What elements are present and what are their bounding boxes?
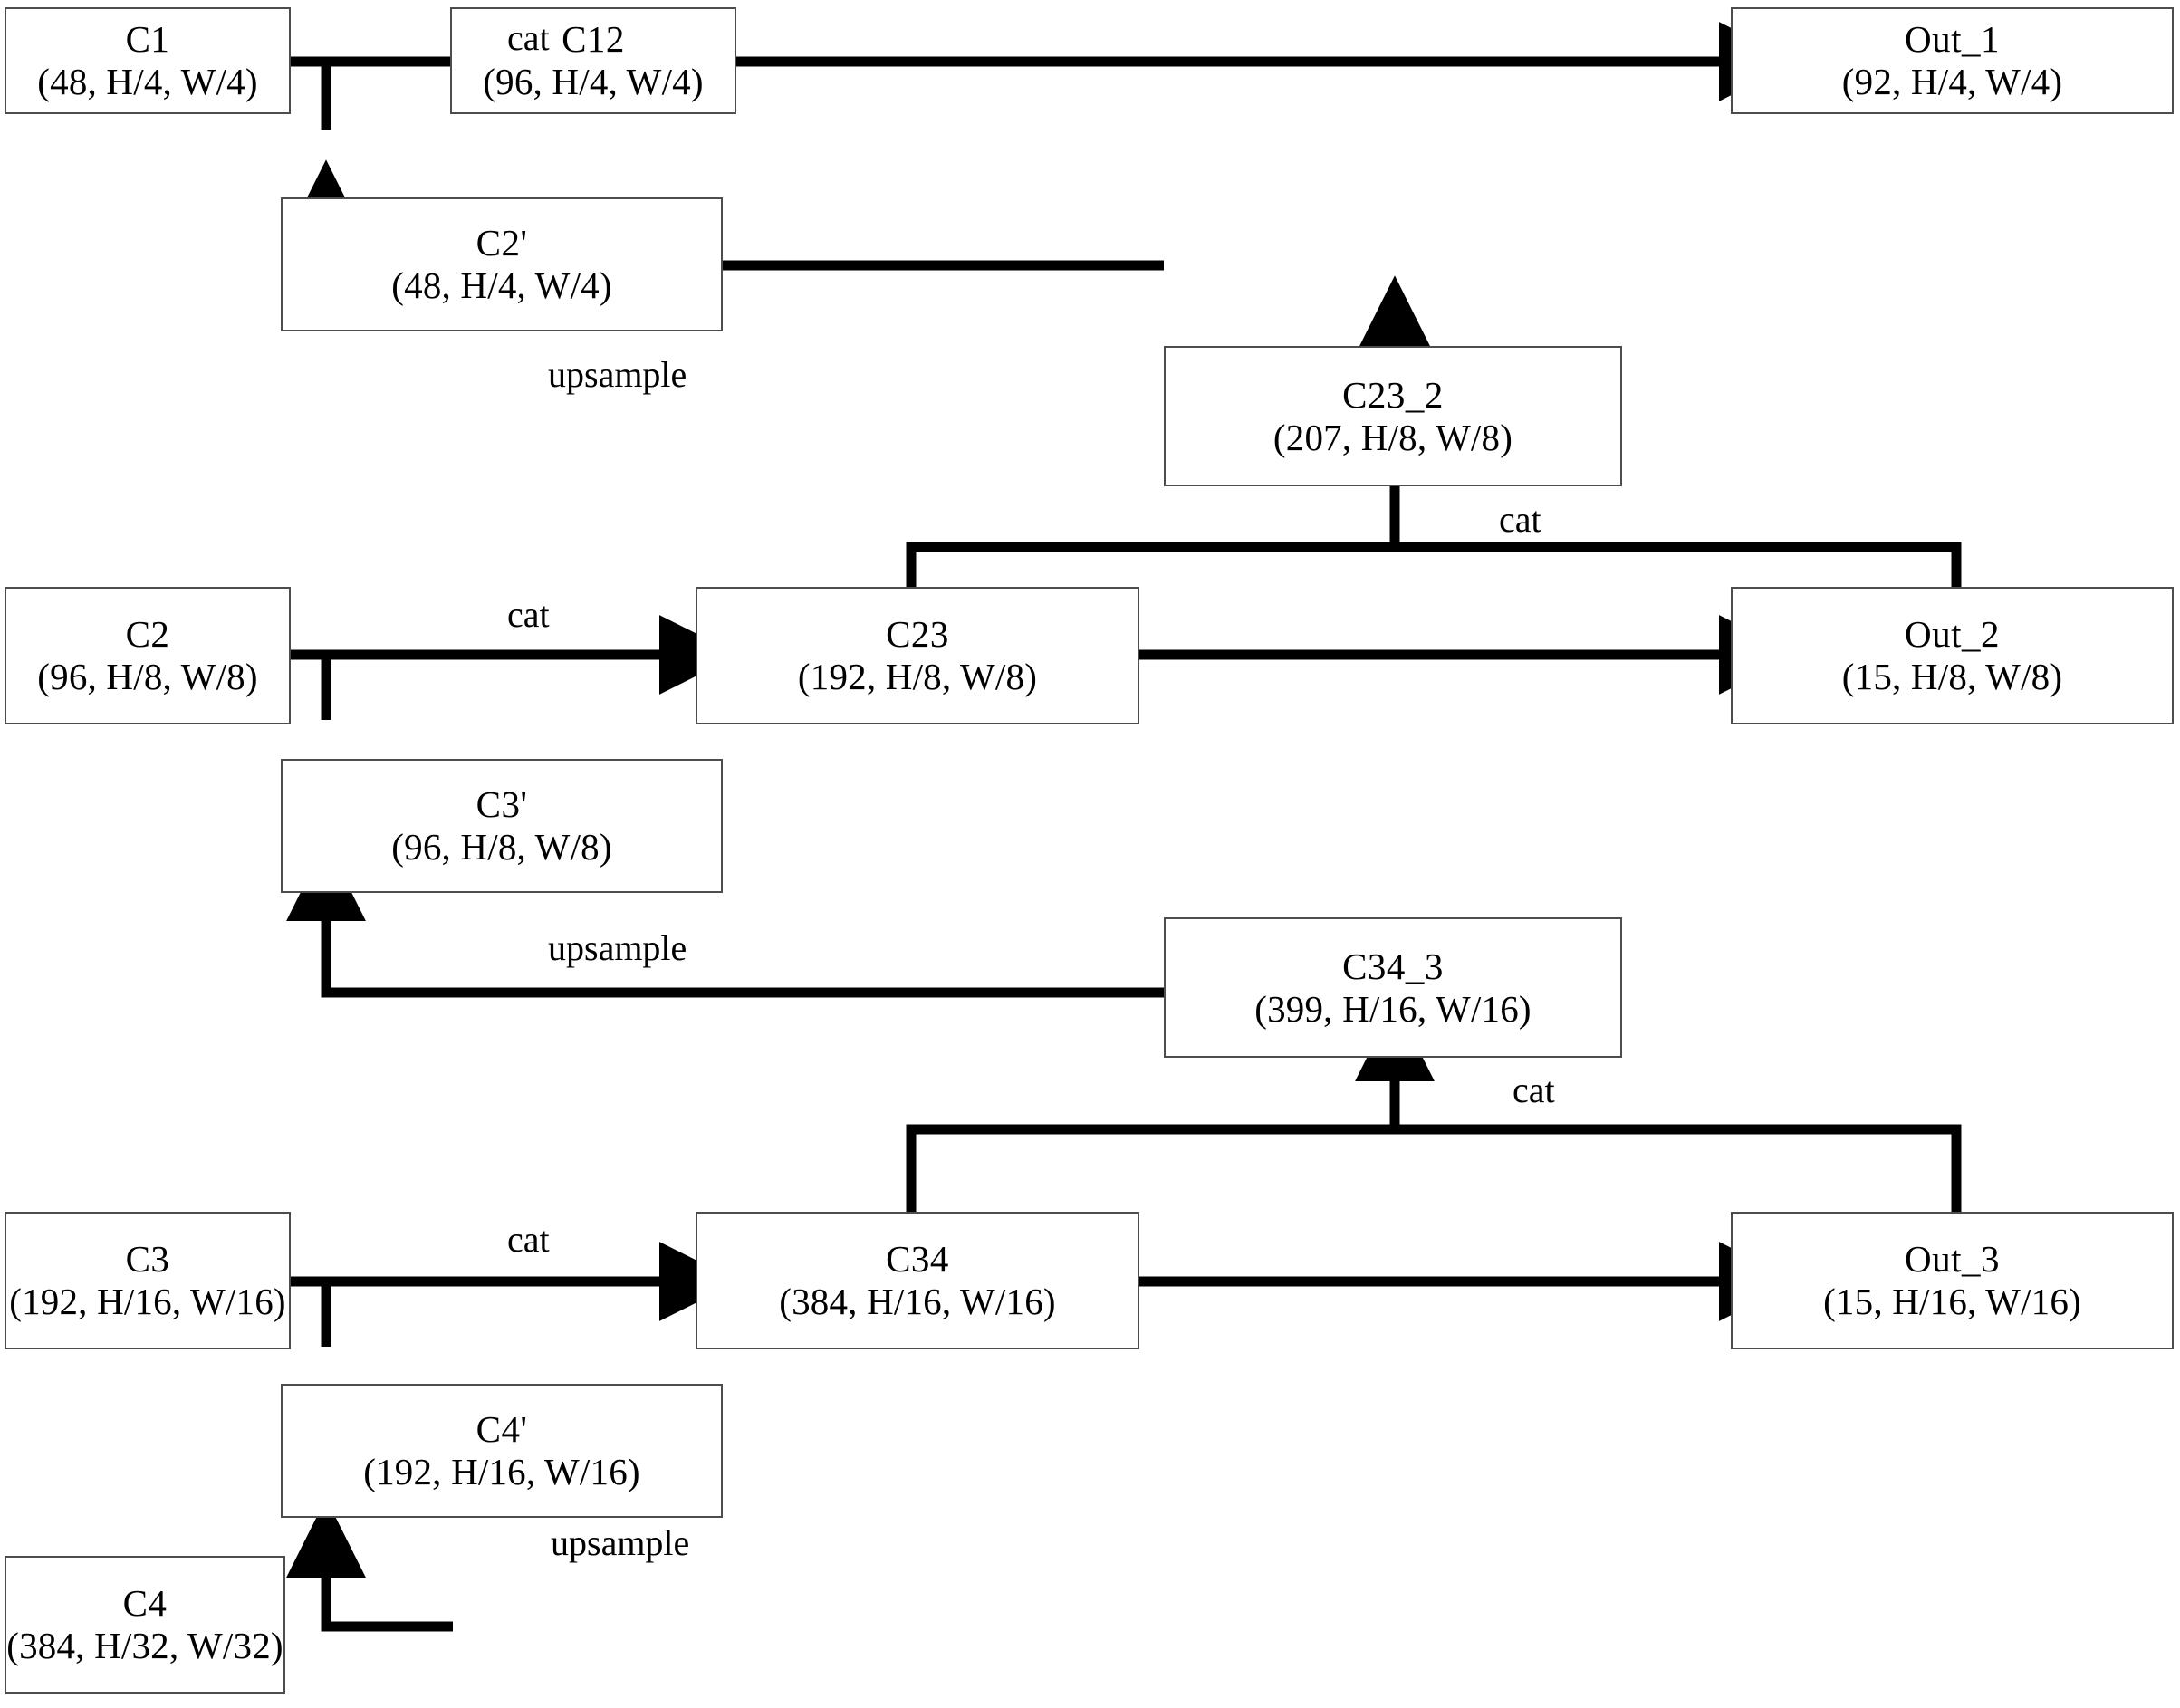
node-c34-3-title: C34_3: [1342, 945, 1444, 987]
node-c2-shape: (96, H/8, W/8): [37, 656, 258, 697]
node-out-1-title: Out_1: [1905, 18, 2000, 61]
edge-label-upsample-1: upsample: [548, 354, 687, 395]
node-out-3-title: Out_3: [1905, 1238, 2000, 1281]
edge-label-cat-c23-2: cat: [1499, 499, 1541, 540]
node-c1-title: C1: [125, 18, 170, 61]
node-c34[interactable]: C34 (384, H/16, W/16): [696, 1212, 1139, 1349]
node-c12[interactable]: C12 (96, H/4, W/4): [450, 7, 736, 114]
node-c23-shape: (192, H/8, W/8): [797, 656, 1038, 697]
node-c3-prime-shape: (96, H/8, W/8): [391, 826, 612, 868]
node-c4[interactable]: C4 (384, H/32, W/32): [5, 1556, 285, 1694]
node-out-2-shape: (15, H/8, W/8): [1841, 656, 2063, 697]
edge-label-cat-c34-3: cat: [1513, 1070, 1555, 1110]
edge-label-upsample-2: upsample: [548, 927, 687, 968]
node-out-3[interactable]: Out_3 (15, H/16, W/16): [1731, 1212, 2174, 1349]
node-out-3-shape: (15, H/16, W/16): [1823, 1281, 2081, 1322]
edge-label-upsample-3: upsample: [551, 1522, 690, 1563]
node-out-2[interactable]: Out_2 (15, H/8, W/8): [1731, 587, 2174, 724]
node-c2-prime-shape: (48, H/4, W/4): [391, 264, 612, 306]
node-c4-prime[interactable]: C4' (192, H/16, W/16): [281, 1384, 723, 1518]
node-c34-shape: (384, H/16, W/16): [779, 1281, 1056, 1322]
edge-label-cat-mid: cat: [507, 594, 550, 635]
edge-label-cat-top: cat: [507, 17, 550, 58]
node-c34-3-shape: (399, H/16, W/16): [1254, 987, 1532, 1030]
node-out-1[interactable]: Out_1 (92, H/4, W/4): [1731, 7, 2174, 114]
edge-c4-to-c4prime: [286, 1498, 453, 1632]
node-c23-2-title: C23_2: [1342, 373, 1444, 416]
node-c1-shape: (48, H/4, W/4): [37, 61, 258, 102]
node-c34-title: C34: [886, 1238, 949, 1281]
node-c12-shape: (96, H/4, W/4): [483, 61, 704, 102]
node-c4-prime-shape: (192, H/16, W/16): [363, 1451, 640, 1492]
node-c34-3[interactable]: C34_3 (399, H/16, W/16): [1164, 917, 1622, 1058]
node-c4-shape: (384, H/32, W/32): [6, 1625, 283, 1666]
node-c23-2[interactable]: C23_2 (207, H/8, W/8): [1164, 346, 1622, 486]
node-c2-title: C2: [125, 613, 170, 656]
node-c23[interactable]: C23 (192, H/8, W/8): [696, 587, 1139, 724]
node-c23-2-shape: (207, H/8, W/8): [1272, 416, 1513, 458]
node-out-1-shape: (92, H/4, W/4): [1841, 61, 2063, 102]
node-c3[interactable]: C3 (192, H/16, W/16): [5, 1212, 291, 1349]
edge-c34-3-to-c3prime: [286, 841, 1164, 998]
node-c3-prime[interactable]: C3' (96, H/8, W/8): [281, 759, 723, 893]
node-c4-title: C4: [122, 1582, 168, 1625]
node-c3-shape: (192, H/16, W/16): [9, 1281, 286, 1322]
node-c2-prime-title: C2': [475, 222, 528, 264]
node-c1[interactable]: C1 (48, H/4, W/4): [5, 7, 291, 114]
edge-cat-bracket-c34-3: [906, 1002, 1962, 1213]
node-out-2-title: Out_2: [1905, 613, 2000, 656]
node-c3-title: C3: [125, 1238, 170, 1281]
node-c23-title: C23: [886, 613, 949, 656]
node-c12-title: C12: [562, 18, 625, 61]
node-c2[interactable]: C2 (96, H/8, W/8): [5, 587, 291, 724]
node-c2-prime[interactable]: C2' (48, H/4, W/4): [281, 197, 723, 331]
node-c4-prime-title: C4': [475, 1408, 528, 1451]
edge-label-cat-bot: cat: [507, 1219, 550, 1260]
node-c3-prime-title: C3': [475, 783, 528, 826]
